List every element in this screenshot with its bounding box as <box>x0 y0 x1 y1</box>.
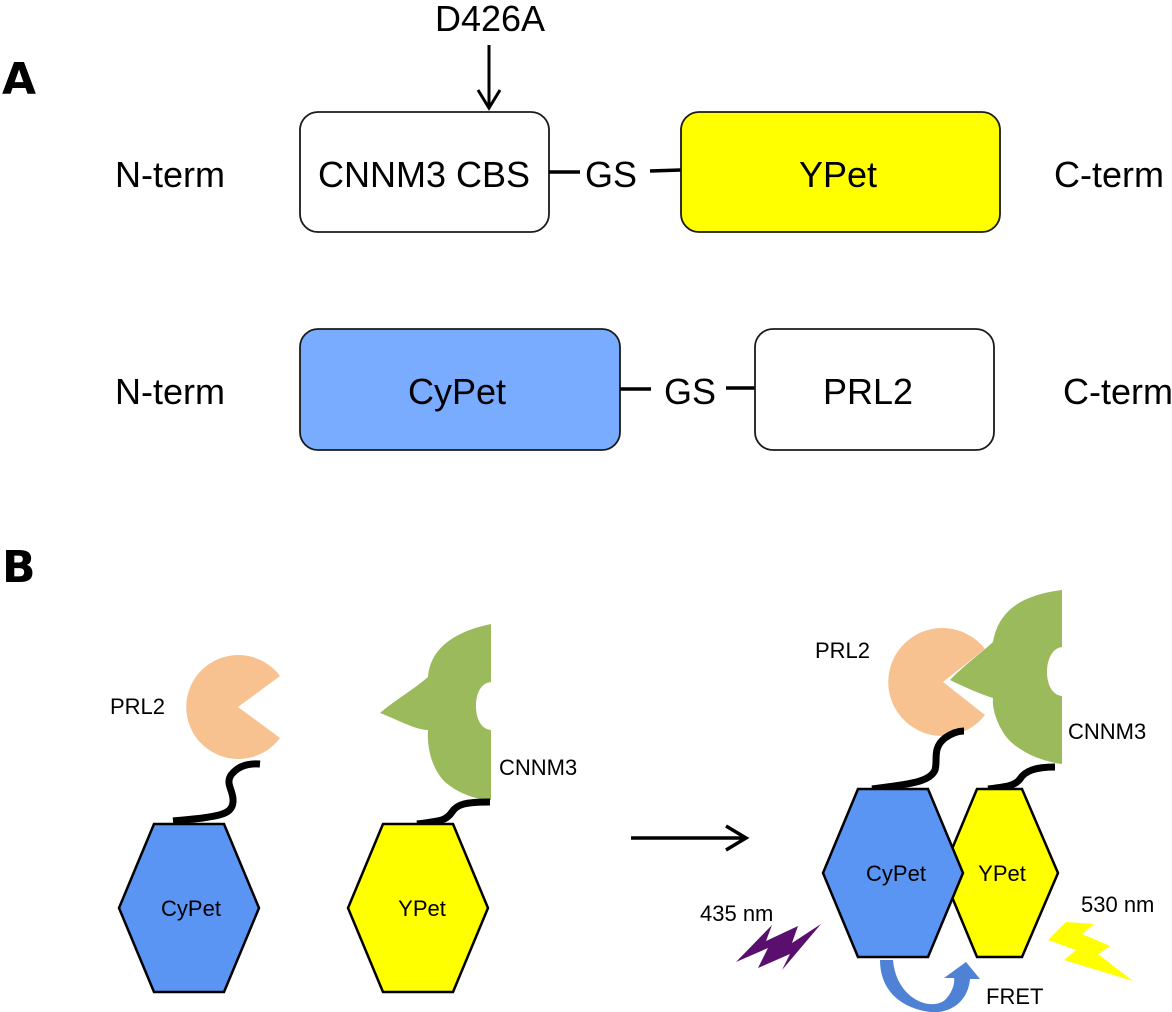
left-prl2-label: PRL2 <box>110 694 165 719</box>
emission-wavelength: 530 nm <box>1081 892 1154 917</box>
row1-linker-right <box>649 168 682 173</box>
row1-n-term: N-term <box>115 154 225 195</box>
transition-arrow-head <box>725 824 750 852</box>
left-cnnm3-label: CNNM3 <box>499 755 577 780</box>
row1-c-term: C-term <box>1054 154 1164 195</box>
left-ypet-hexagon <box>346 822 490 994</box>
row2-c-term: C-term <box>1063 371 1172 412</box>
cypet-box-label: CyPet <box>408 371 506 412</box>
right-prl2-label: PRL2 <box>815 638 870 663</box>
mutation-label: D426A <box>435 0 545 39</box>
left-cnnm3-shape <box>380 624 491 800</box>
row1-gs-linker: GS <box>585 154 637 195</box>
right-cypet-hexagon <box>821 787 965 959</box>
left-cypet-hexagon <box>117 822 261 994</box>
left-ypet-label: YPet <box>398 896 446 921</box>
row2-gs-linker: GS <box>664 371 716 412</box>
right-cnnm3-label: CNNM3 <box>1068 719 1146 744</box>
panel-label-a: A <box>2 54 36 105</box>
panel-label-b: B <box>2 542 36 593</box>
cnnm3-cbs-box-label: CNNM3 CBS <box>318 154 530 195</box>
right-cnnm3-tether <box>987 763 1056 793</box>
right-cnnm3-shape <box>950 590 1062 764</box>
left-prl2-tether <box>172 760 261 825</box>
fret-label: FRET <box>986 984 1043 1009</box>
prl2-box-label: PRL2 <box>823 371 913 412</box>
ypet-box <box>680 111 1001 233</box>
excitation-wavelength: 435 nm <box>700 901 773 926</box>
right-ypet-label: YPet <box>978 861 1026 886</box>
left-prl2-pacman <box>186 655 280 760</box>
ypet-box-label: YPet <box>799 154 877 195</box>
left-cypet-label: CyPet <box>161 896 221 921</box>
mutation-arrow-head <box>476 89 502 111</box>
right-prl2-pacman <box>888 628 985 736</box>
excitation-lightning-icon <box>736 924 821 970</box>
row2-n-term: N-term <box>115 371 225 412</box>
prl2-box <box>754 328 995 451</box>
emission-lightning-icon <box>1048 922 1133 981</box>
fret-transfer-arrow <box>880 960 980 1012</box>
left-cnnm3-tether <box>416 798 491 828</box>
right-prl2-tether <box>871 727 965 793</box>
right-ypet-hexagon <box>940 787 1060 959</box>
right-cypet-label: CyPet <box>866 861 926 886</box>
